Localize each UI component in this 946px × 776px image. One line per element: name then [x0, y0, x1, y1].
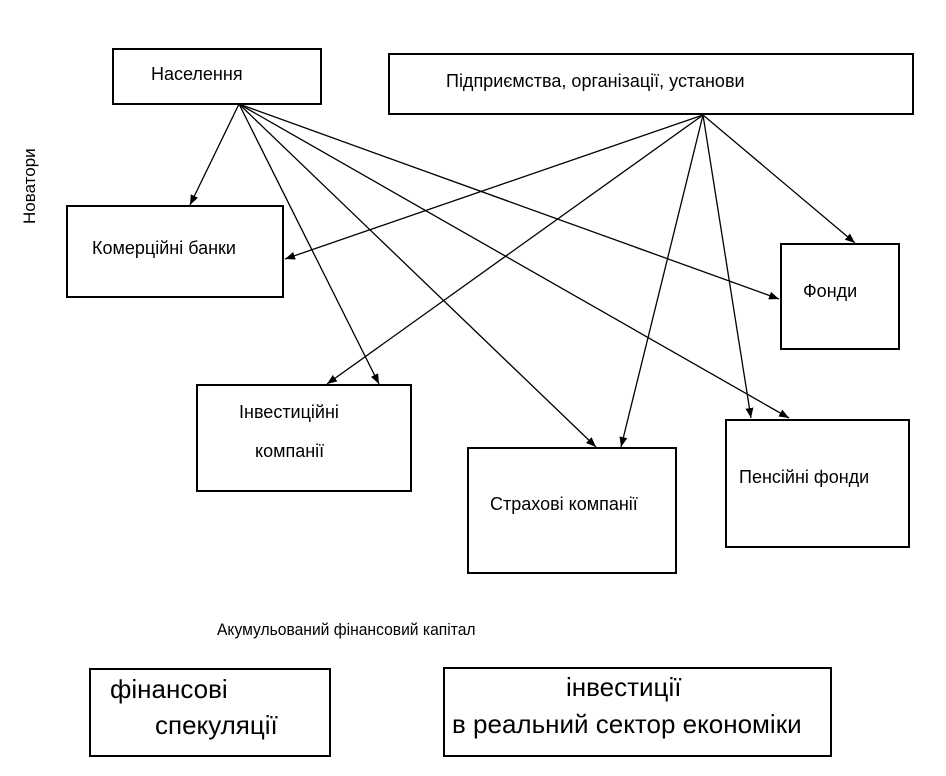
node-commercial-banks-label: Комерційні банки [92, 238, 236, 258]
arrow-population-to-commercial-banks [189, 103, 240, 206]
arrow-population-to-insurance-companies [238, 103, 597, 448]
node-enterprises [388, 53, 914, 115]
arrow-population-to-pension-funds [238, 103, 790, 419]
node-insurance-companies-label: Страхові компанії [490, 494, 638, 514]
node-investment-companies-label-1: Інвестиційні [239, 402, 339, 422]
arrow-enterprises-to-pension-funds [702, 114, 754, 419]
arrow-population-to-investment-companies [238, 103, 380, 385]
node-pension-funds-label: Пенсійні фонди [739, 467, 870, 487]
outcome-real-investment-label-2: в реальний сектор економіки [452, 709, 802, 739]
node-investment-companies [196, 384, 412, 492]
node-funds [780, 243, 900, 350]
node-investment-companies-label-2: компанії [255, 441, 325, 461]
node-pension-funds [725, 419, 910, 548]
node-population-label: Населення [151, 64, 243, 84]
node-insurance-companies [467, 447, 677, 574]
outcome-speculation [89, 668, 331, 757]
outcome-real-investment [443, 667, 832, 757]
node-enterprises-label: Підприємства, організації, установи [446, 71, 745, 91]
arrow-enterprises-to-commercial-banks [284, 114, 704, 260]
outcome-speculation-label-1: фінансові [110, 674, 228, 704]
node-population [112, 48, 322, 105]
outcome-speculation-label-2: спекуляції [155, 710, 278, 740]
arrow-enterprises-to-insurance-companies [619, 114, 704, 448]
arrow-enterprises-to-investment-companies [326, 114, 704, 385]
caption-accumulated-capital: Акумульований фінансовий капітал [217, 620, 476, 639]
node-funds-label: Фонди [803, 281, 858, 301]
outcome-real-investment-label-1: інвестиції [566, 672, 682, 702]
arrow-population-to-funds [238, 103, 780, 300]
arrow-enterprises-to-funds [702, 114, 856, 244]
node-commercial-banks [66, 205, 284, 298]
side-label-innovators: Новатори [20, 148, 39, 224]
